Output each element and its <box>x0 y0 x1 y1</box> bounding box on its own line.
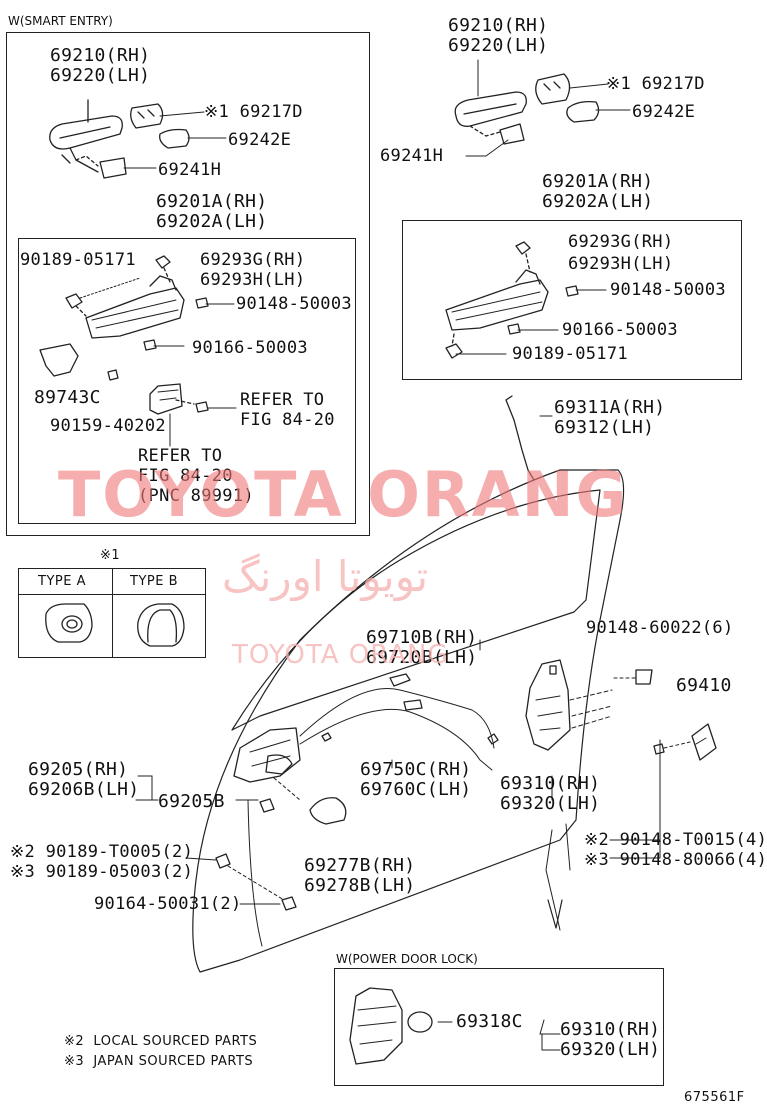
smart-refer-2c: (PNC 89991) <box>138 486 254 506</box>
type-b-label: TYPE B <box>130 574 178 589</box>
inside-handle-drawing <box>215 727 347 911</box>
smart-screw-b: 90166-50003 <box>192 338 308 358</box>
smart-handle-lh: 69220(LH) <box>50 65 151 86</box>
power-lock-part: 69318C <box>456 1011 523 1032</box>
leader-lines <box>135 639 661 1051</box>
door-cable2-rh: 69750C(RH) <box>360 759 472 780</box>
door-cable-rh: 69710B(RH) <box>366 627 478 648</box>
std-rod-lh: 69312(LH) <box>554 417 655 438</box>
std-frame-rh: 69201A(RH) <box>542 171 654 192</box>
std-clip-rh: 69293G(RH) <box>568 232 674 252</box>
striker-drawing <box>653 723 717 761</box>
std-handle-lh: 69220(LH) <box>448 35 549 56</box>
standard-frame-drawing <box>445 241 607 359</box>
std-pad: 69241H <box>380 146 444 166</box>
smart-frame-box <box>18 238 356 524</box>
standard-frame-box <box>402 220 742 380</box>
smart-refer-2a: REFER TO <box>138 446 223 466</box>
door-striker: 69410 <box>676 675 732 696</box>
power-lock-box <box>334 968 664 1086</box>
smart-frame-drawing <box>39 255 237 447</box>
type-cover-drawings <box>45 603 185 647</box>
std-rod-rh: 69311A(RH) <box>554 397 666 418</box>
smart-cover-1: ※1 69217D <box>204 102 303 122</box>
power-lock-title: W(POWER DOOR LOCK) <box>336 952 478 966</box>
footnote-local: ※2 LOCAL SOURCED PARTS <box>64 1034 258 1049</box>
door-inner-b: 69205B <box>158 791 225 812</box>
smart-screw-a: 90148-50003 <box>236 294 352 314</box>
standard-handle-drawing <box>454 59 631 157</box>
std-cover-1: ※1 69217D <box>606 74 705 94</box>
door-outline <box>192 469 625 973</box>
std-screw-b: 90166-50003 <box>562 320 678 340</box>
door-cable-lh: 69720B(LH) <box>366 647 478 668</box>
door-cable2-lh: 69760C(LH) <box>360 779 472 800</box>
std-handle-rh: 69210(RH) <box>448 15 549 36</box>
smart-refer-1b: FIG 84-20 <box>240 410 335 430</box>
door-nut-t2: ※2 90189-T0005(2) <box>10 842 194 862</box>
smart-pad: 69241H <box>158 160 222 180</box>
door-nut-t3: ※3 90189-05003(2) <box>10 862 194 882</box>
figure-id: 675561F <box>684 1090 745 1105</box>
std-screw-a: 90148-50003 <box>610 280 726 300</box>
door-screw-d: 90164-50031(2) <box>94 894 242 914</box>
smart-handle-drawing <box>49 99 227 179</box>
power-lock-rh: 69310(RH) <box>560 1019 661 1040</box>
door-screw-t2: ※2 90148-T0015(4) <box>584 830 767 850</box>
smart-bracket: 89743C <box>34 387 101 408</box>
smart-entry-title: W(SMART ENTRY) <box>8 14 113 28</box>
smart-frame-lh: 69202A(LH) <box>156 211 268 232</box>
smart-clip-lh: 69293H(LH) <box>200 270 306 290</box>
door-inner-lh: 69206B(LH) <box>28 779 140 800</box>
power-lock-lh: 69320(LH) <box>560 1039 661 1060</box>
smart-refer-2b: FIG 84-20 <box>138 466 233 486</box>
smart-refer-1a: REFER TO <box>240 390 325 410</box>
footnote-japan: ※3 JAPAN SOURCED PARTS <box>64 1054 254 1069</box>
door-inner-rh: 69205(RH) <box>28 759 129 780</box>
type-a-label: TYPE A <box>38 574 86 589</box>
smart-frame-rh: 69201A(RH) <box>156 191 268 212</box>
std-bolt-a: 90189-05171 <box>512 344 628 364</box>
smart-bolt-a: 90189-05171 <box>20 250 136 270</box>
power-lock-drawing <box>349 987 433 1065</box>
door-screw-t3: ※3 90148-80066(4) <box>584 850 767 870</box>
door-bezel-lh: 69278B(LH) <box>304 875 416 896</box>
rod-drawing <box>505 395 553 481</box>
door-lock-rh: 69310(RH) <box>500 773 601 794</box>
door-lock-lh: 69320(LH) <box>500 793 601 814</box>
type-note: ※1 <box>100 548 121 563</box>
door-bolt-6: 90148-60022(6) <box>586 618 734 638</box>
smart-clip-rh: 69293G(RH) <box>200 250 306 270</box>
smart-handle-rh: 69210(RH) <box>50 45 151 66</box>
std-frame-lh: 69202A(LH) <box>542 191 654 212</box>
smart-cover-2: 69242E <box>228 130 292 150</box>
std-clip-lh: 69293H(LH) <box>568 254 674 274</box>
door-bezel-rh: 69277B(RH) <box>304 855 416 876</box>
std-cover-2: 69242E <box>632 102 696 122</box>
type-table-divider-v <box>112 568 113 658</box>
door-lock-drawing <box>299 659 653 771</box>
smart-screw-c: 90159-40202 <box>50 416 166 436</box>
smart-entry-box <box>6 32 370 536</box>
